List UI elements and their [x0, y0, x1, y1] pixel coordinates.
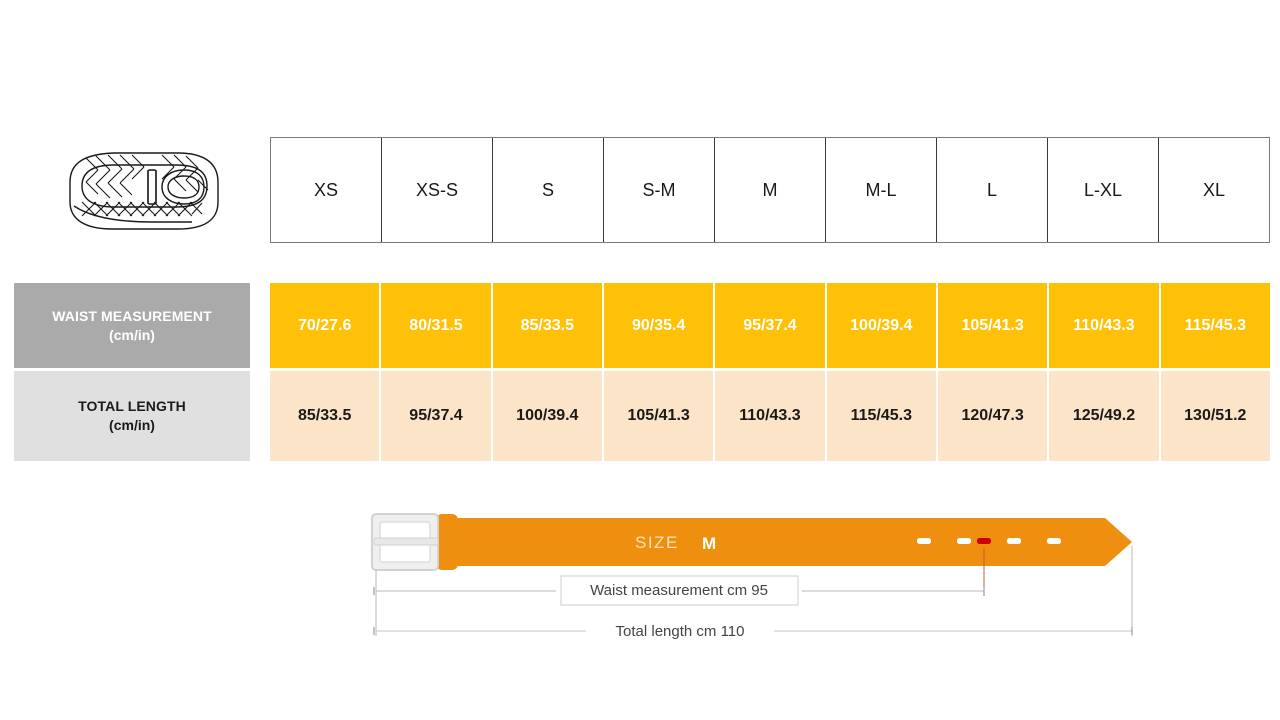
label-gap: [250, 371, 270, 461]
size-header-cell: XS: [271, 138, 382, 242]
length-value-cell: 95/37.4: [381, 371, 493, 461]
waist-value-cell: 105/41.3: [937, 283, 1050, 368]
belt-measurement-diagram: SIZE M Waist measurement cm 95 Total len…: [350, 500, 1170, 660]
waist-value-cell: 70/27.6: [270, 283, 382, 368]
size-header-row: XS XS-S S S-M M M-L L L-XL XL: [270, 137, 1270, 243]
belt-size-value: M: [702, 534, 716, 553]
size-header-cell: L-XL: [1048, 138, 1159, 242]
belt-hole: [1047, 538, 1061, 544]
belt-keeper-loop: [436, 514, 458, 570]
belt-hole: [917, 538, 931, 544]
waist-row-label: WAIST MEASUREMENT (cm/in): [14, 283, 250, 368]
waist-value-cell: 80/31.5: [381, 283, 493, 368]
waist-label-main: WAIST MEASUREMENT: [52, 307, 212, 324]
product-illustration: [52, 140, 232, 240]
length-value-cell: 105/41.3: [603, 371, 716, 461]
waist-label-unit: (cm/in): [109, 326, 155, 343]
size-header-cell: M-L: [826, 138, 937, 242]
length-value-cell: 110/43.3: [715, 371, 827, 461]
belt-diagram-svg: SIZE M Waist measurement cm 95 Total len…: [371, 513, 1133, 640]
waist-measurement-row: WAIST MEASUREMENT (cm/in) 70/27.6 80/31.…: [14, 283, 1270, 368]
waist-dimension-line: [373, 587, 985, 595]
size-header-cell: M: [715, 138, 826, 242]
waist-callout-text: Waist measurement cm 95: [590, 582, 768, 599]
length-dimension-line: [373, 627, 1133, 635]
belt-hole: [957, 538, 971, 544]
label-gap: [250, 283, 270, 368]
length-value-cell: 130/51.2: [1160, 371, 1270, 461]
length-value-cell: 120/47.3: [937, 371, 1050, 461]
length-callout-text: Total length cm 110: [616, 623, 745, 640]
length-label-main: TOTAL LENGTH: [78, 398, 186, 415]
size-header-cell: XL: [1202, 179, 1226, 200]
waist-value-cell: 90/35.4: [603, 283, 716, 368]
length-value-cell: 125/49.2: [1049, 371, 1161, 461]
waist-value-cell: 115/45.3: [1160, 283, 1270, 368]
belt-strap: [428, 518, 1132, 566]
total-length-row: TOTAL LENGTH (cm/in) 85/33.5 95/37.4 100…: [14, 371, 1270, 461]
waist-value-cell: 110/43.3: [1049, 283, 1161, 368]
size-header-cell: S-M: [604, 138, 715, 242]
woven-belt-icon: [69, 152, 219, 230]
size-header-cell: L: [937, 138, 1048, 242]
length-value-cells: 85/33.5 95/37.4 100/39.4 105/41.3 110/43…: [270, 371, 1270, 461]
waist-callout-box: [560, 575, 799, 606]
size-header-cell: XS-S: [382, 138, 493, 242]
belt-size-label: SIZE: [635, 533, 679, 552]
waist-value-cells: 70/27.6 80/31.5 85/33.5 90/35.4 95/37.4 …: [270, 283, 1270, 368]
length-row-label: TOTAL LENGTH (cm/in): [14, 371, 250, 461]
length-value-cell: 115/45.3: [826, 371, 938, 461]
length-value-cell: 85/33.5: [270, 371, 382, 461]
waist-value-cell: 85/33.5: [492, 283, 604, 368]
size-header-cell: S: [493, 138, 604, 242]
belt-hole-selected: [977, 538, 991, 544]
waist-value-cell: 95/37.4: [715, 283, 827, 368]
waist-value-cell: 100/39.4: [826, 283, 938, 368]
belt-hole: [1007, 538, 1021, 544]
length-value-cell: 100/39.4: [492, 371, 604, 461]
buckle-prong-bar: [373, 537, 439, 546]
length-label-unit: (cm/in): [109, 417, 155, 433]
